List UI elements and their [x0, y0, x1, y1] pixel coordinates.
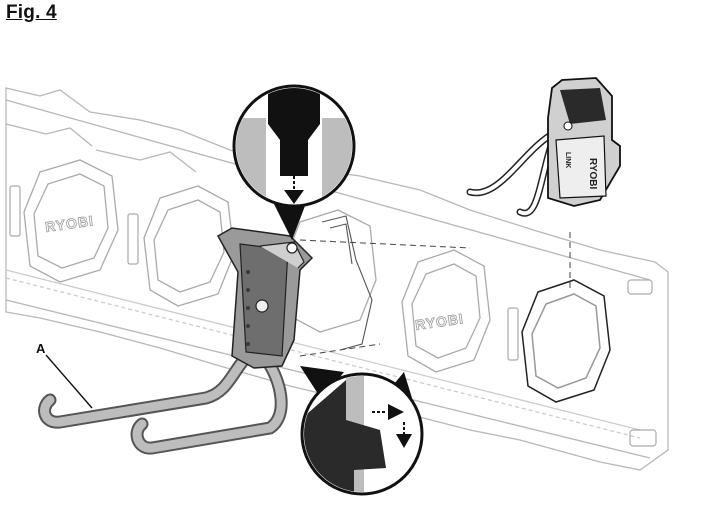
rail-module-2 — [143, 185, 235, 307]
figure-title: Fig. 4 — [6, 2, 57, 23]
rail-slots — [9, 185, 657, 447]
detail-circle-top — [232, 84, 356, 240]
j-hook: RYOBI LINK — [466, 77, 621, 217]
rail-module-4: RYOBI — [401, 249, 491, 373]
j-hook-logo: RYOBI — [587, 158, 598, 190]
j-hook-small-logo: LINK — [564, 152, 571, 168]
rail-module-5 — [521, 279, 611, 403]
detail-circle-bottom — [300, 366, 424, 496]
rail-logo-1: RYOBI — [44, 212, 95, 235]
callout-a-leader — [45, 354, 93, 409]
rail-module-1: RYOBI — [23, 159, 119, 283]
hook-a — [38, 227, 314, 455]
rail-logo-2: RYOBI — [414, 310, 465, 333]
callout-a-label: A — [36, 341, 46, 356]
rail-mount-outline — [321, 215, 373, 351]
alignment-guides — [299, 232, 571, 357]
